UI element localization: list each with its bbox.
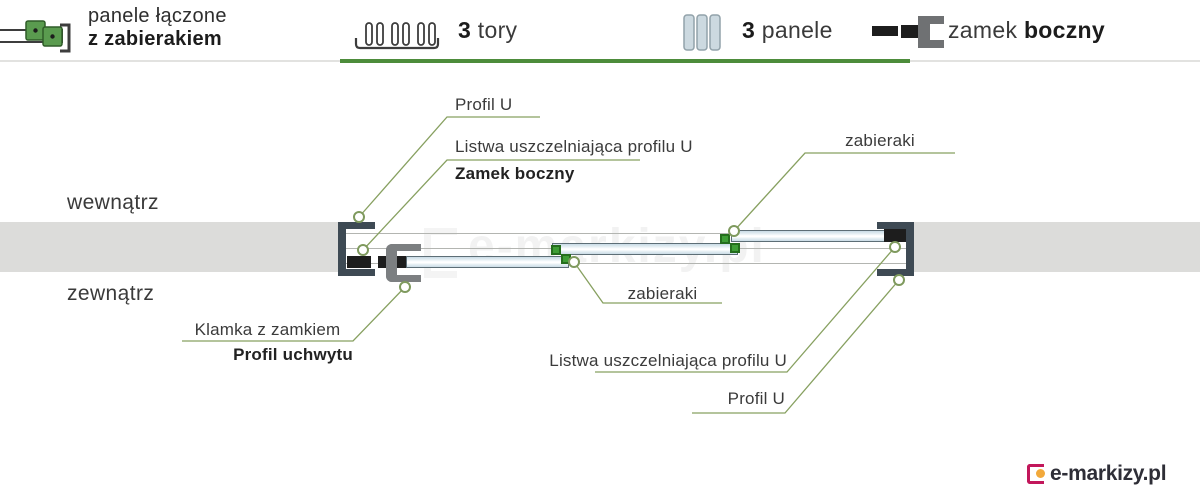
label-inside: wewnątrz bbox=[67, 191, 159, 214]
label-listwa-top: Listwa uszczelniająca profilu U bbox=[455, 137, 693, 156]
header-variant-icon bbox=[0, 8, 74, 56]
anchor-zabieraki-mid bbox=[568, 256, 580, 268]
tracks-label: tory bbox=[477, 17, 518, 43]
glass-panel-front bbox=[406, 256, 569, 268]
label-outside: zewnątrz bbox=[67, 282, 155, 305]
glass-panel-middle bbox=[552, 243, 738, 255]
zabierak-square bbox=[720, 234, 730, 244]
brand-logo-icon bbox=[1027, 464, 1045, 484]
anchor-profil-u-top bbox=[353, 211, 365, 223]
zabierak-square bbox=[730, 243, 740, 253]
panels-icon bbox=[683, 14, 723, 52]
side-lock-icon bbox=[868, 12, 946, 52]
feature-tracks: 3 tory bbox=[458, 17, 517, 44]
glass-panel-back bbox=[731, 230, 887, 242]
watermark-icon bbox=[424, 228, 457, 278]
label-profil-uchwytu: Profil uchwytu bbox=[233, 345, 353, 364]
wall-band-right bbox=[912, 222, 1200, 272]
side-lock-right bbox=[884, 229, 906, 242]
label-zamek-boczny: Zamek boczny bbox=[455, 164, 575, 183]
anchor-profil-u-bottom bbox=[893, 274, 905, 286]
panels-count: 3 bbox=[742, 17, 756, 43]
brand-logo-dot bbox=[1036, 469, 1045, 478]
variant-line2: z zabierakiem bbox=[88, 28, 222, 50]
anchor-zabieraki-top bbox=[728, 225, 740, 237]
tracks-icon bbox=[352, 13, 442, 53]
lock-label: boczny bbox=[1023, 17, 1105, 43]
anchor-klamka bbox=[399, 281, 411, 293]
label-profil-u-bottom: Profil U bbox=[727, 389, 785, 408]
tracks-count: 3 bbox=[458, 17, 472, 43]
anchor-listwa-top bbox=[357, 244, 369, 256]
label-zabieraki-mid: zabieraki bbox=[627, 284, 698, 303]
label-listwa-bottom: Listwa uszczelniająca profilu U bbox=[549, 351, 787, 370]
handle-profile bbox=[386, 244, 421, 282]
feature-lock: zamek boczny bbox=[948, 17, 1105, 44]
label-profil-u-top: Profil U bbox=[455, 95, 513, 114]
label-klamka: Klamka z zamkiem bbox=[194, 320, 341, 339]
zabierak-square bbox=[551, 245, 561, 255]
label-zabieraki-top: zabieraki bbox=[845, 131, 915, 150]
header-variant-title: panele łączone z zabierakiem bbox=[88, 5, 227, 51]
side-lock-left bbox=[347, 256, 371, 268]
variant-line1: panele łączone bbox=[88, 5, 227, 27]
brand-logo-text: e-markizy.pl bbox=[1050, 462, 1167, 485]
wall-band-left bbox=[0, 222, 342, 272]
header-divider-accent bbox=[340, 59, 910, 63]
brand-logo[interactable]: e-markizy.pl bbox=[1027, 462, 1167, 486]
frame-end-cap-left bbox=[338, 222, 375, 276]
lock-prefix: zamek bbox=[948, 17, 1018, 43]
anchor-listwa-bottom bbox=[889, 241, 901, 253]
feature-panels: 3 panele bbox=[742, 17, 833, 44]
panels-label: panele bbox=[761, 17, 833, 43]
